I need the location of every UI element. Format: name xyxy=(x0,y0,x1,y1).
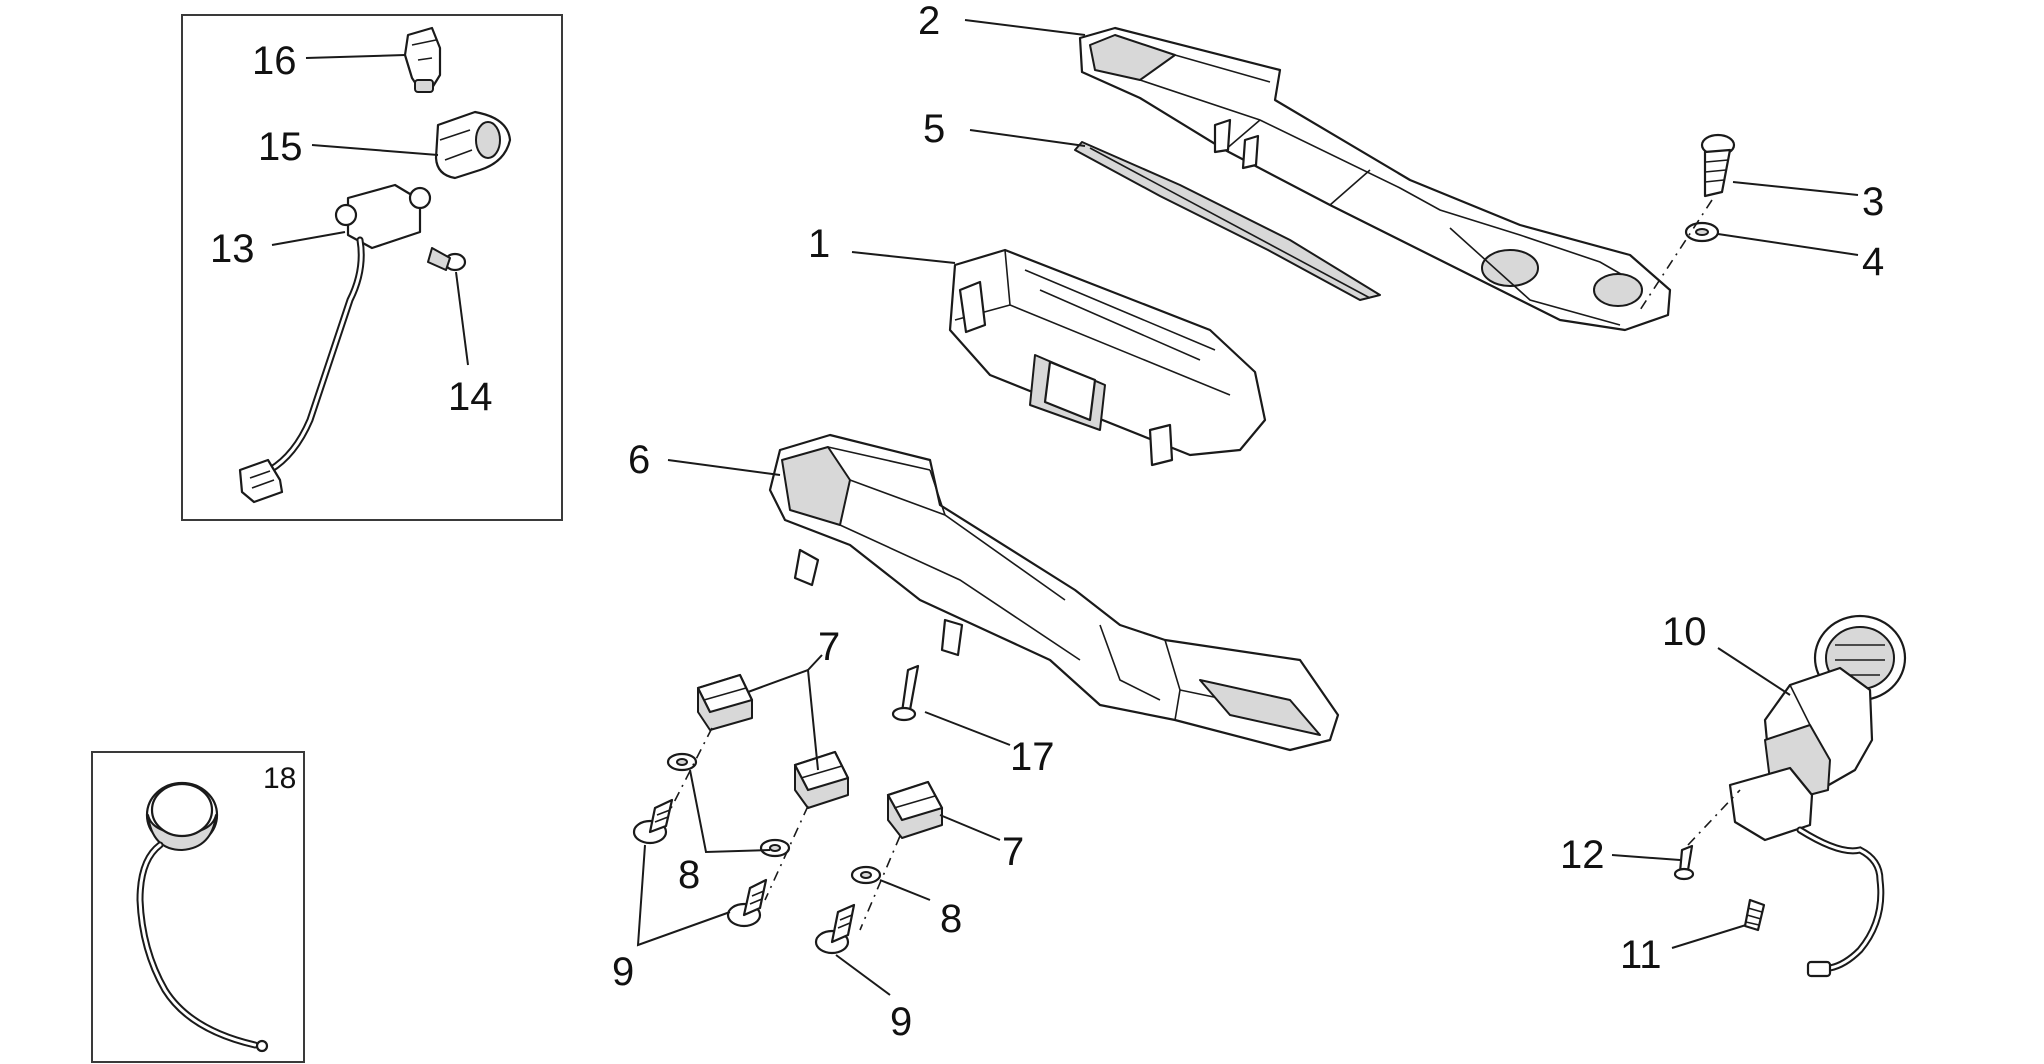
leader-8-left xyxy=(689,769,771,854)
part-13-sensor[interactable] xyxy=(238,183,432,504)
callout-18: 18 xyxy=(263,762,296,795)
axis-7a xyxy=(664,727,713,821)
inset-frame-sensor xyxy=(181,14,563,521)
leader-2 xyxy=(964,19,1086,36)
part-8-washer-a[interactable] xyxy=(666,752,698,772)
callout-3: 3 xyxy=(1862,180,1884,224)
leader-14 xyxy=(455,271,469,366)
part-2-upper-cover[interactable] xyxy=(1078,26,1672,332)
leader-3 xyxy=(1732,181,1859,196)
part-7-grommet-b[interactable] xyxy=(793,750,850,809)
leader-7-upper-stem xyxy=(807,654,823,671)
part-18-cap[interactable] xyxy=(136,781,269,1053)
leader-9-right xyxy=(835,954,891,996)
leader-11 xyxy=(1671,924,1747,949)
callout-5: 5 xyxy=(923,107,945,151)
axis-7b xyxy=(764,805,809,901)
callout-8-left: 8 xyxy=(678,853,700,897)
part-4-washer[interactable] xyxy=(1684,221,1720,243)
part-7-grommet-a[interactable] xyxy=(696,673,754,731)
part-9-screw-b[interactable] xyxy=(726,878,768,928)
leader-7-upper xyxy=(747,668,819,771)
callout-2: 2 xyxy=(918,0,940,43)
callout-7-lower: 7 xyxy=(1002,830,1024,874)
part-11-fastener[interactable] xyxy=(1743,898,1766,932)
leader-17 xyxy=(924,711,1011,746)
leader-13 xyxy=(271,231,346,246)
callout-12: 12 xyxy=(1560,833,1605,877)
axis-12 xyxy=(1687,789,1741,846)
leader-4 xyxy=(1717,233,1859,256)
axis-7c xyxy=(859,835,901,931)
axis-3-4 xyxy=(1639,199,1713,311)
leader-15 xyxy=(311,144,439,156)
part-6-lower-housing[interactable] xyxy=(768,433,1340,752)
leader-10 xyxy=(1717,647,1791,696)
leader-16 xyxy=(305,54,406,59)
part-10-ignition-switch[interactable] xyxy=(1728,614,1907,978)
part-9-screw-a[interactable] xyxy=(632,798,674,845)
callout-6: 6 xyxy=(628,438,650,482)
callout-10: 10 xyxy=(1662,610,1707,654)
callout-14: 14 xyxy=(448,375,493,419)
callout-1: 1 xyxy=(808,222,830,266)
part-12-screw[interactable] xyxy=(1673,844,1695,881)
part-9-screw-c[interactable] xyxy=(814,903,856,955)
part-16-clip[interactable] xyxy=(403,26,442,93)
leader-12 xyxy=(1611,854,1681,861)
part-14-screw[interactable] xyxy=(427,247,467,272)
leader-8-right xyxy=(879,879,931,901)
callout-11: 11 xyxy=(1620,933,1662,977)
part-7-grommet-c[interactable] xyxy=(886,780,944,839)
inset-frame-cap xyxy=(91,751,305,1063)
leader-9-left xyxy=(636,844,731,947)
callout-9-right: 9 xyxy=(890,1000,912,1044)
callout-8-right: 8 xyxy=(940,897,962,941)
leader-1 xyxy=(851,251,956,264)
callout-4: 4 xyxy=(1862,240,1884,284)
leader-6 xyxy=(667,459,781,476)
part-17-screw[interactable] xyxy=(891,664,920,722)
callout-17: 17 xyxy=(1010,735,1055,779)
leader-5 xyxy=(969,129,1086,147)
part-5-lens[interactable] xyxy=(1074,141,1381,301)
callout-13: 13 xyxy=(210,227,255,271)
callout-7-upper: 7 xyxy=(818,625,840,669)
part-1-instrument-cluster[interactable] xyxy=(948,248,1267,467)
part-15-bracket[interactable] xyxy=(434,110,512,180)
part-8-washer-b[interactable] xyxy=(759,838,791,858)
callout-15: 15 xyxy=(258,125,303,169)
part-3-screw[interactable] xyxy=(1700,133,1736,198)
part-8-washer-c[interactable] xyxy=(850,865,882,885)
callout-9-left: 9 xyxy=(612,950,634,994)
leader-7-lower xyxy=(939,814,1001,841)
callout-16: 16 xyxy=(252,39,297,83)
